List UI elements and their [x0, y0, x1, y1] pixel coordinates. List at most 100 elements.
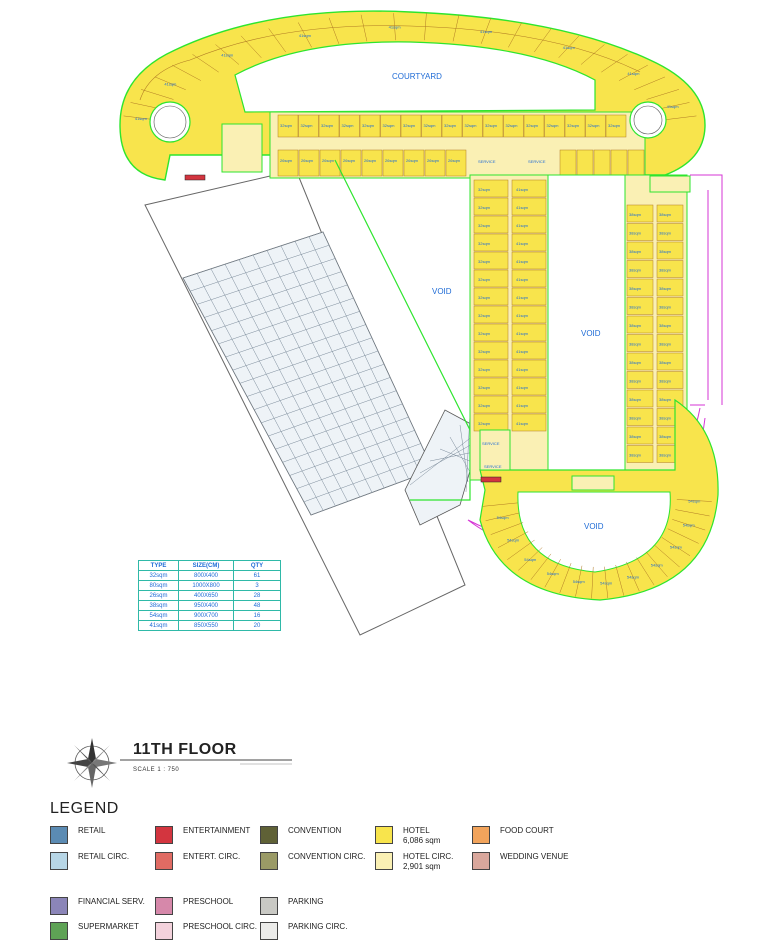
stair-core-right	[629, 101, 667, 139]
unit-label: 32sqm	[280, 123, 293, 128]
hotel-unit	[445, 149, 467, 177]
unit-label: 38sqm	[659, 268, 672, 273]
unit-divider	[646, 89, 680, 100]
hotel-unit	[626, 204, 654, 223]
unit-label: 41sqm	[516, 385, 529, 390]
hotel-unit	[473, 233, 509, 252]
legend-title: LEGEND	[50, 800, 119, 817]
hotel-unit	[511, 215, 547, 234]
hotel-unit	[605, 114, 627, 138]
hotel-unit	[473, 179, 509, 198]
unit-divider	[575, 565, 583, 597]
legend-item: FOOD COURT	[472, 826, 554, 844]
service-label-1: SERVICE	[478, 159, 496, 164]
stair-core-left-inner	[153, 105, 187, 139]
unit-label: 38sqm	[659, 379, 672, 384]
cell: 20	[233, 620, 281, 631]
unit-divider	[508, 22, 523, 48]
legend-swatch	[50, 826, 68, 844]
legend-item: SUPERMARKET	[50, 922, 139, 940]
unit-label: 38sqm	[629, 323, 642, 328]
grid-line	[294, 241, 409, 480]
unit-label: 32sqm	[478, 313, 491, 318]
unit-label: 38sqm	[629, 212, 642, 217]
hotel-unit	[340, 149, 362, 177]
unit-label: 38sqm	[659, 342, 672, 347]
unit-label: 26sqm	[343, 158, 356, 163]
unit-divider	[636, 557, 655, 586]
cell: 32sqm	[138, 570, 179, 581]
unit-label: 54sqm	[651, 562, 664, 567]
hotel-unit	[359, 114, 381, 138]
hotel-unit	[656, 352, 684, 371]
unit-divider	[154, 76, 186, 90]
north-arrow-icon	[67, 738, 117, 788]
unit-divider	[626, 561, 640, 592]
unit-label: 54sqm	[497, 515, 510, 520]
unit-label: 38sqm	[659, 453, 672, 458]
hotel-unit	[656, 334, 684, 352]
legend-swatch	[155, 826, 173, 844]
unit-label: 32sqm	[478, 403, 491, 408]
hotel-unit	[318, 114, 340, 138]
red-marker-2	[480, 476, 502, 483]
col-header: QTY	[233, 560, 281, 571]
unit-label: 26sqm	[280, 158, 293, 163]
unit-label: 41sqm	[516, 295, 529, 300]
table-header: TYPE SIZE(CM) QTY	[138, 560, 281, 571]
unit-divider	[675, 509, 710, 517]
unit-label: 38sqm	[629, 379, 642, 384]
legend-swatch	[50, 922, 68, 940]
grid-line	[252, 254, 373, 493]
unit-label: 32sqm	[547, 123, 560, 128]
grid-line	[280, 245, 397, 484]
unit-label: 26sqm	[406, 158, 419, 163]
unit-label: 26sqm	[427, 158, 440, 163]
unit-label: 38sqm	[629, 397, 642, 402]
top-ring-corridor	[139, 25, 641, 101]
unit-label: 32sqm	[478, 295, 491, 300]
void-center	[547, 174, 627, 476]
legend-label: HOTEL CIRC. 2,901 sqm	[403, 852, 454, 871]
unit-label: 38sqm	[659, 212, 672, 217]
legend-swatch	[472, 826, 490, 844]
unit-label: 38sqm	[659, 249, 672, 254]
void-left-label: VOID	[432, 287, 452, 296]
col-header: TYPE	[138, 560, 179, 571]
unit-divider	[645, 551, 668, 577]
hotel-unit	[473, 323, 509, 342]
unit-label: 26sqm	[385, 158, 398, 163]
grid-line	[238, 259, 361, 498]
service-core-bottom	[571, 475, 615, 491]
grid-line	[224, 264, 348, 502]
service-core-mid	[479, 429, 511, 471]
unit-label: 54sqm	[688, 499, 701, 504]
unit-label: 32sqm	[478, 241, 491, 246]
bottom-ring-unit-dividers	[482, 499, 712, 599]
unit-divider	[530, 553, 552, 580]
unit-divider	[497, 531, 529, 548]
hotel-unit	[511, 269, 547, 288]
hotel-unit	[473, 287, 509, 306]
unit-divider	[452, 14, 460, 42]
grid-line	[308, 236, 422, 475]
legend-swatch	[260, 897, 278, 915]
void-center-label: VOID	[581, 329, 601, 338]
unit-divider	[559, 563, 572, 594]
hotel-unit	[523, 114, 545, 138]
unit-label: 32sqm	[444, 123, 457, 128]
legend-swatch	[155, 922, 173, 940]
hotel-unit	[656, 278, 684, 297]
hotel-unit	[473, 305, 509, 324]
grid-line	[182, 277, 312, 516]
hotel-unit	[462, 114, 483, 138]
void-bottom-label: VOID	[584, 522, 604, 531]
unit-label: 38sqm	[659, 323, 672, 328]
unit-divider	[534, 28, 552, 53]
parking-grid-area	[182, 231, 434, 516]
unit-divider	[661, 115, 697, 121]
ramp-grid	[409, 412, 479, 493]
unit-label: 26sqm	[364, 158, 377, 163]
grid-line	[409, 431, 479, 486]
